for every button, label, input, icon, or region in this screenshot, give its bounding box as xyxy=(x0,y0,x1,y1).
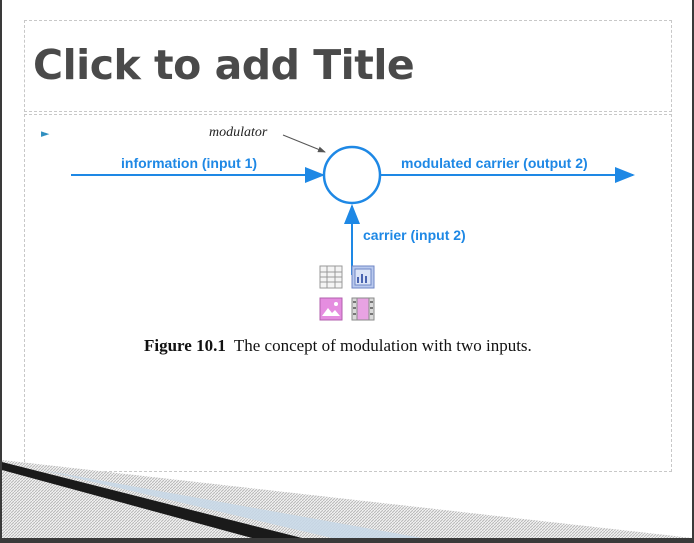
video-icon[interactable] xyxy=(351,297,375,321)
input1-label: information (input 1) xyxy=(121,155,257,171)
content-placeholder[interactable]: ► modulator information (input 1) xyxy=(24,114,672,472)
modulator-pointer xyxy=(282,134,326,153)
modulator-circle xyxy=(322,145,382,205)
table-icon[interactable] xyxy=(319,265,343,289)
modulation-diagram: modulator information (input 1) modulate… xyxy=(71,125,635,275)
title-text[interactable]: Click to add Title xyxy=(33,41,415,89)
insert-content-icons xyxy=(319,265,379,325)
bullet-marker-icon: ► xyxy=(41,127,50,140)
input2-label: carrier (input 2) xyxy=(363,227,466,243)
modulator-label: modulator xyxy=(209,125,268,140)
output-label: modulated carrier (output 2) xyxy=(401,155,588,171)
figure-number: Figure 10.1 xyxy=(144,336,226,355)
caption-text: The concept of modulation with two input… xyxy=(233,336,532,355)
title-placeholder[interactable]: Click to add Title xyxy=(24,20,672,112)
chart-icon[interactable] xyxy=(351,265,375,289)
picture-icon[interactable] xyxy=(319,297,343,321)
figure-caption: Figure 10.1 The concept of modulation wit… xyxy=(144,336,584,356)
